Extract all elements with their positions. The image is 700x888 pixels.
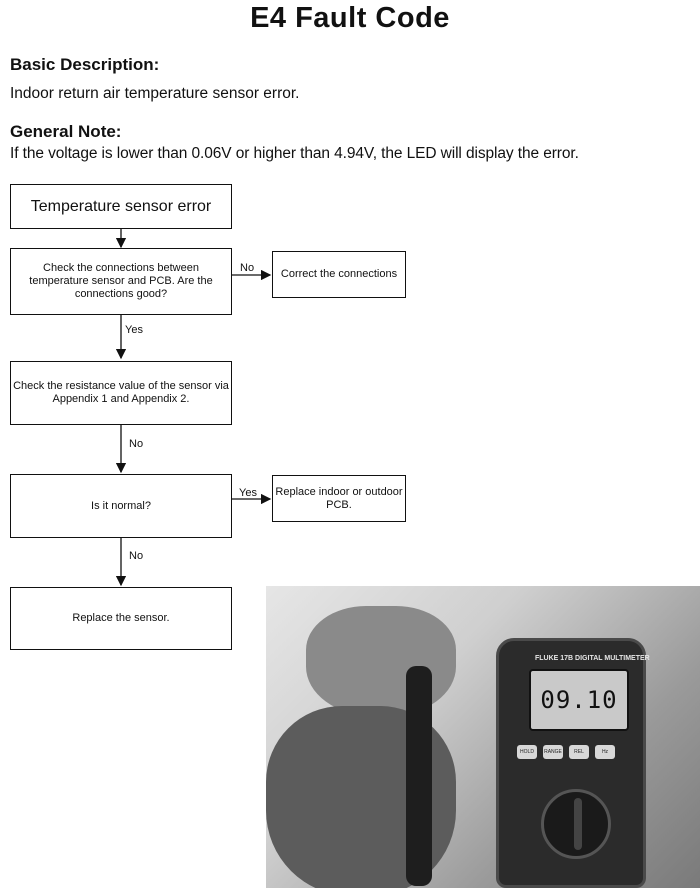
general-note-heading: General Note: xyxy=(10,122,122,141)
meter-brand-label: FLUKE 17B DIGITAL MULTIMETER xyxy=(535,655,650,662)
flow-label-no: No xyxy=(129,438,144,450)
meter-button-hz: Hz xyxy=(595,745,615,759)
multimeter-photo: FLUKE 17B DIGITAL MULTIMETER 09.10 HOLD … xyxy=(266,586,700,888)
flow-replace-pcb-box: Replace indoor or outdoor PCB. xyxy=(272,475,406,522)
flow-label-yes: Yes xyxy=(239,487,257,499)
meter-button-hold: HOLD xyxy=(517,745,537,759)
probe-cable-shape xyxy=(406,666,432,886)
page-title: E4 Fault Code xyxy=(250,2,450,34)
flow-label-no: No xyxy=(129,550,144,562)
meter-display: 09.10 xyxy=(529,669,629,731)
basic-description-text: Indoor return air temperature sensor err… xyxy=(10,85,300,102)
general-note-text: If the voltage is lower than 0.06V or hi… xyxy=(10,145,579,162)
flow-replace-sensor-box: Replace the sensor. xyxy=(10,587,232,650)
meter-button-range: RANGE xyxy=(543,745,563,759)
basic-description-heading: Basic Description: xyxy=(10,55,160,74)
meter-display-value: 09.10 xyxy=(540,686,618,714)
flow-is-normal-box: Is it normal? xyxy=(10,474,232,538)
hand-shape xyxy=(306,606,456,716)
flow-check-connections-box: Check the connections between temperatur… xyxy=(10,248,232,315)
flow-start-box: Temperature sensor error xyxy=(10,184,232,229)
flow-check-resistance-box: Check the resistance value of the sensor… xyxy=(10,361,232,425)
meter-button-rel: REL xyxy=(569,745,589,759)
meter-dial-knob xyxy=(574,798,582,850)
flow-label-yes: Yes xyxy=(125,324,143,336)
flow-label-no: No xyxy=(240,262,255,274)
flow-correct-connections-box: Correct the connections xyxy=(272,251,406,298)
meter-dial xyxy=(541,789,611,859)
multimeter: FLUKE 17B DIGITAL MULTIMETER 09.10 HOLD … xyxy=(496,638,650,888)
